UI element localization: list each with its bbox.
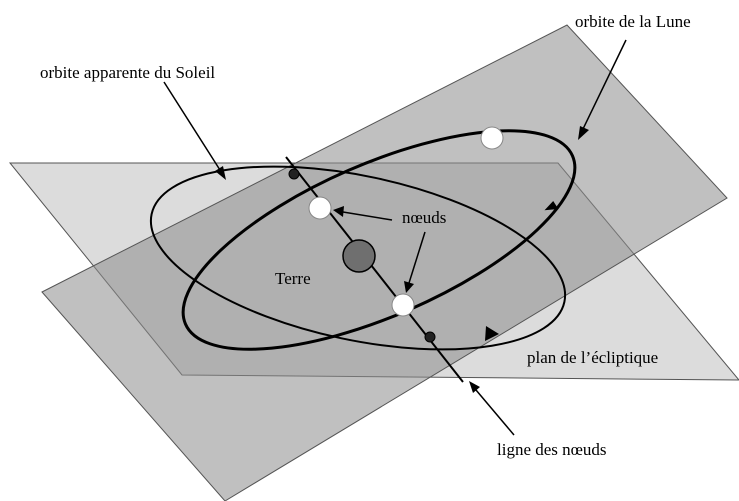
solar-orbit: [149, 165, 567, 351]
pointer-node-lower: [404, 231, 426, 293]
pointer-lunar-orbit: [578, 39, 627, 140]
line-of-nodes: [285, 156, 464, 383]
ecliptic-node-upper: [288, 168, 300, 180]
descending-node: [391, 293, 415, 317]
ascending-node: [308, 196, 332, 220]
pointer-node-upper: [333, 206, 393, 221]
pointer-line-of-nodes: [469, 381, 515, 436]
solar-orbit-direction-arrow: [485, 326, 499, 341]
moon-position: [480, 126, 504, 150]
solar-orbit-label: orbite apparente du Soleil: [40, 63, 215, 82]
pointer-solar-orbit: [163, 81, 226, 180]
earth-label: Terre: [275, 269, 311, 288]
line-of-nodes-label: ligne des nœuds: [497, 440, 607, 459]
lunar-orbit-label: orbite de la Lune: [575, 12, 691, 31]
lunar-plane: [41, 24, 728, 501]
nodes-label: nœuds: [402, 208, 446, 227]
ecliptic-node-lower: [424, 331, 436, 343]
lunar-orbit-direction-arrow: [544, 201, 559, 211]
ecliptic-plane-label: plan de l’écliptique: [527, 348, 658, 367]
earth: [342, 239, 376, 273]
